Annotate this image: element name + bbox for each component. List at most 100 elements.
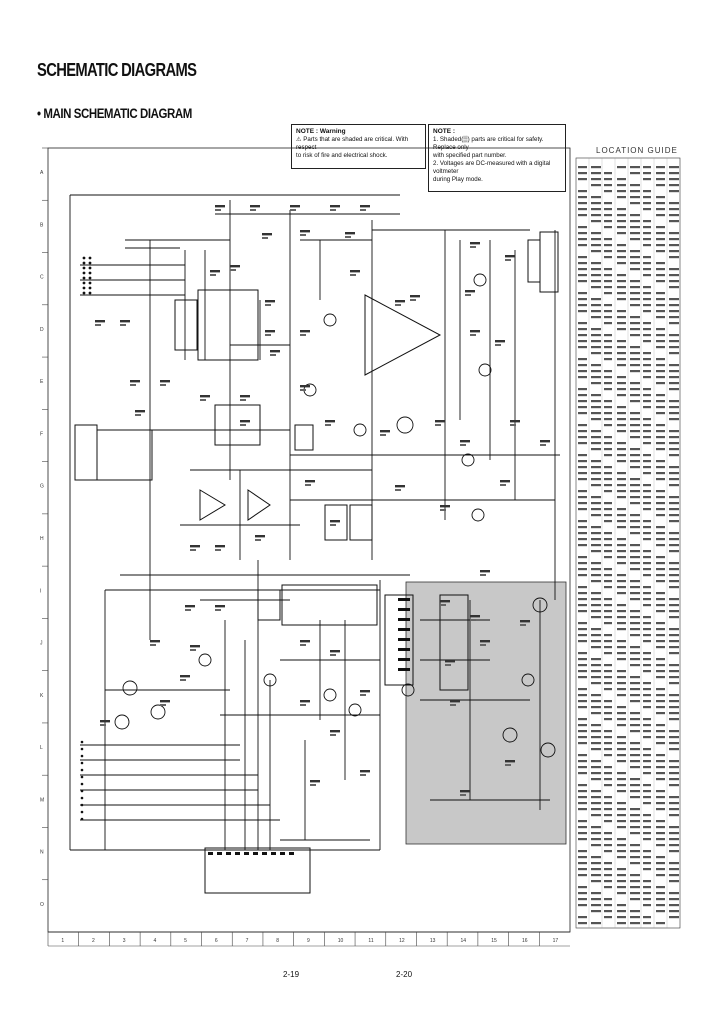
guide-entry — [604, 520, 612, 523]
guide-entry — [604, 370, 612, 373]
guide-entry — [617, 388, 626, 391]
row-label: D — [40, 327, 44, 333]
guide-entry — [656, 196, 665, 199]
guide-entry — [643, 274, 651, 277]
guide-entry — [656, 862, 665, 865]
component-label-mark — [460, 444, 466, 446]
guide-entry — [591, 790, 601, 793]
guide-entry — [630, 172, 640, 175]
guide-entry — [630, 616, 640, 619]
guide-entry — [643, 262, 651, 265]
guide-entry — [617, 574, 626, 577]
row-label: E — [40, 379, 44, 385]
guide-entry — [643, 496, 651, 499]
guide-entry — [630, 430, 640, 433]
guide-entry — [630, 688, 640, 691]
guide-entry — [604, 418, 612, 421]
guide-entry — [604, 226, 612, 229]
guide-entry — [604, 904, 612, 907]
guide-entry — [604, 184, 612, 187]
guide-entry — [643, 484, 651, 487]
guide-entry — [630, 820, 640, 823]
guide-entry — [591, 856, 601, 859]
component-label-mark — [190, 549, 196, 551]
guide-entry — [656, 598, 665, 601]
guide-entry — [591, 730, 601, 733]
guide-entry — [578, 406, 587, 409]
guide-entry — [656, 346, 665, 349]
guide-entry — [656, 250, 665, 253]
component-label-mark — [505, 255, 515, 258]
guide-entry — [643, 688, 651, 691]
guide-entry — [617, 310, 626, 313]
guide-entry — [643, 622, 651, 625]
guide-entry — [604, 784, 612, 787]
guide-entry — [656, 238, 665, 241]
guide-entry — [617, 724, 626, 727]
guide-entry — [630, 418, 640, 421]
guide-entry — [578, 760, 587, 763]
guide-entry — [669, 700, 679, 703]
guide-entry — [591, 592, 601, 595]
guide-entry — [669, 532, 679, 535]
guide-entry — [591, 880, 601, 883]
guide-entry — [669, 784, 679, 787]
guide-entry — [669, 406, 679, 409]
guide-entry — [656, 610, 665, 613]
component-label-mark — [440, 604, 446, 606]
component-label-mark — [160, 384, 166, 386]
guide-entry — [617, 604, 626, 607]
guide-entry — [643, 604, 651, 607]
guide-entry — [643, 826, 651, 829]
guide-entry — [643, 220, 651, 223]
guide-entry — [643, 322, 651, 325]
guide-entry — [630, 682, 640, 685]
guide-entry — [604, 802, 612, 805]
guide-entry — [617, 274, 626, 277]
guide-entry — [669, 718, 679, 721]
guide-entry — [591, 364, 601, 367]
guide-entry — [630, 322, 640, 325]
guide-entry — [656, 556, 665, 559]
guide-entry — [604, 316, 612, 319]
guide-entry — [669, 340, 679, 343]
guide-entry — [669, 412, 679, 415]
guide-entry — [669, 916, 679, 919]
guide-entry — [578, 586, 587, 589]
guide-entry — [604, 202, 612, 205]
guide-entry — [630, 220, 640, 223]
guide-entry — [643, 706, 651, 709]
guide-entry — [604, 682, 612, 685]
pin — [398, 608, 410, 611]
guide-entry — [630, 238, 640, 241]
guide-entry — [656, 496, 665, 499]
pin — [88, 281, 92, 285]
component-label-mark — [470, 615, 480, 618]
guide-entry — [643, 628, 651, 631]
guide-entry — [591, 712, 601, 715]
guide-entry — [604, 898, 612, 901]
guide-entry — [617, 826, 626, 829]
guide-entry — [630, 580, 640, 583]
guide-entry — [643, 724, 651, 727]
component-label-mark — [262, 237, 268, 239]
guide-entry — [578, 874, 587, 877]
guide-entry — [591, 604, 601, 607]
guide-entry — [669, 904, 679, 907]
page-title: SCHEMATIC DIAGRAMS — [37, 60, 197, 80]
guide-entry — [656, 424, 665, 427]
guide-entry — [669, 760, 679, 763]
column-label: 2 — [92, 938, 95, 944]
guide-entry — [591, 910, 601, 913]
guide-entry — [604, 706, 612, 709]
guide-entry — [617, 910, 626, 913]
component-label-mark — [300, 230, 310, 233]
guide-entry — [578, 454, 587, 457]
component-label-mark — [445, 664, 451, 666]
guide-entry — [630, 562, 640, 565]
component-label-mark — [360, 770, 370, 773]
guide-entry — [591, 232, 601, 235]
guide-entry — [656, 628, 665, 631]
guide-entry — [630, 232, 640, 235]
guide-entry — [656, 166, 665, 169]
